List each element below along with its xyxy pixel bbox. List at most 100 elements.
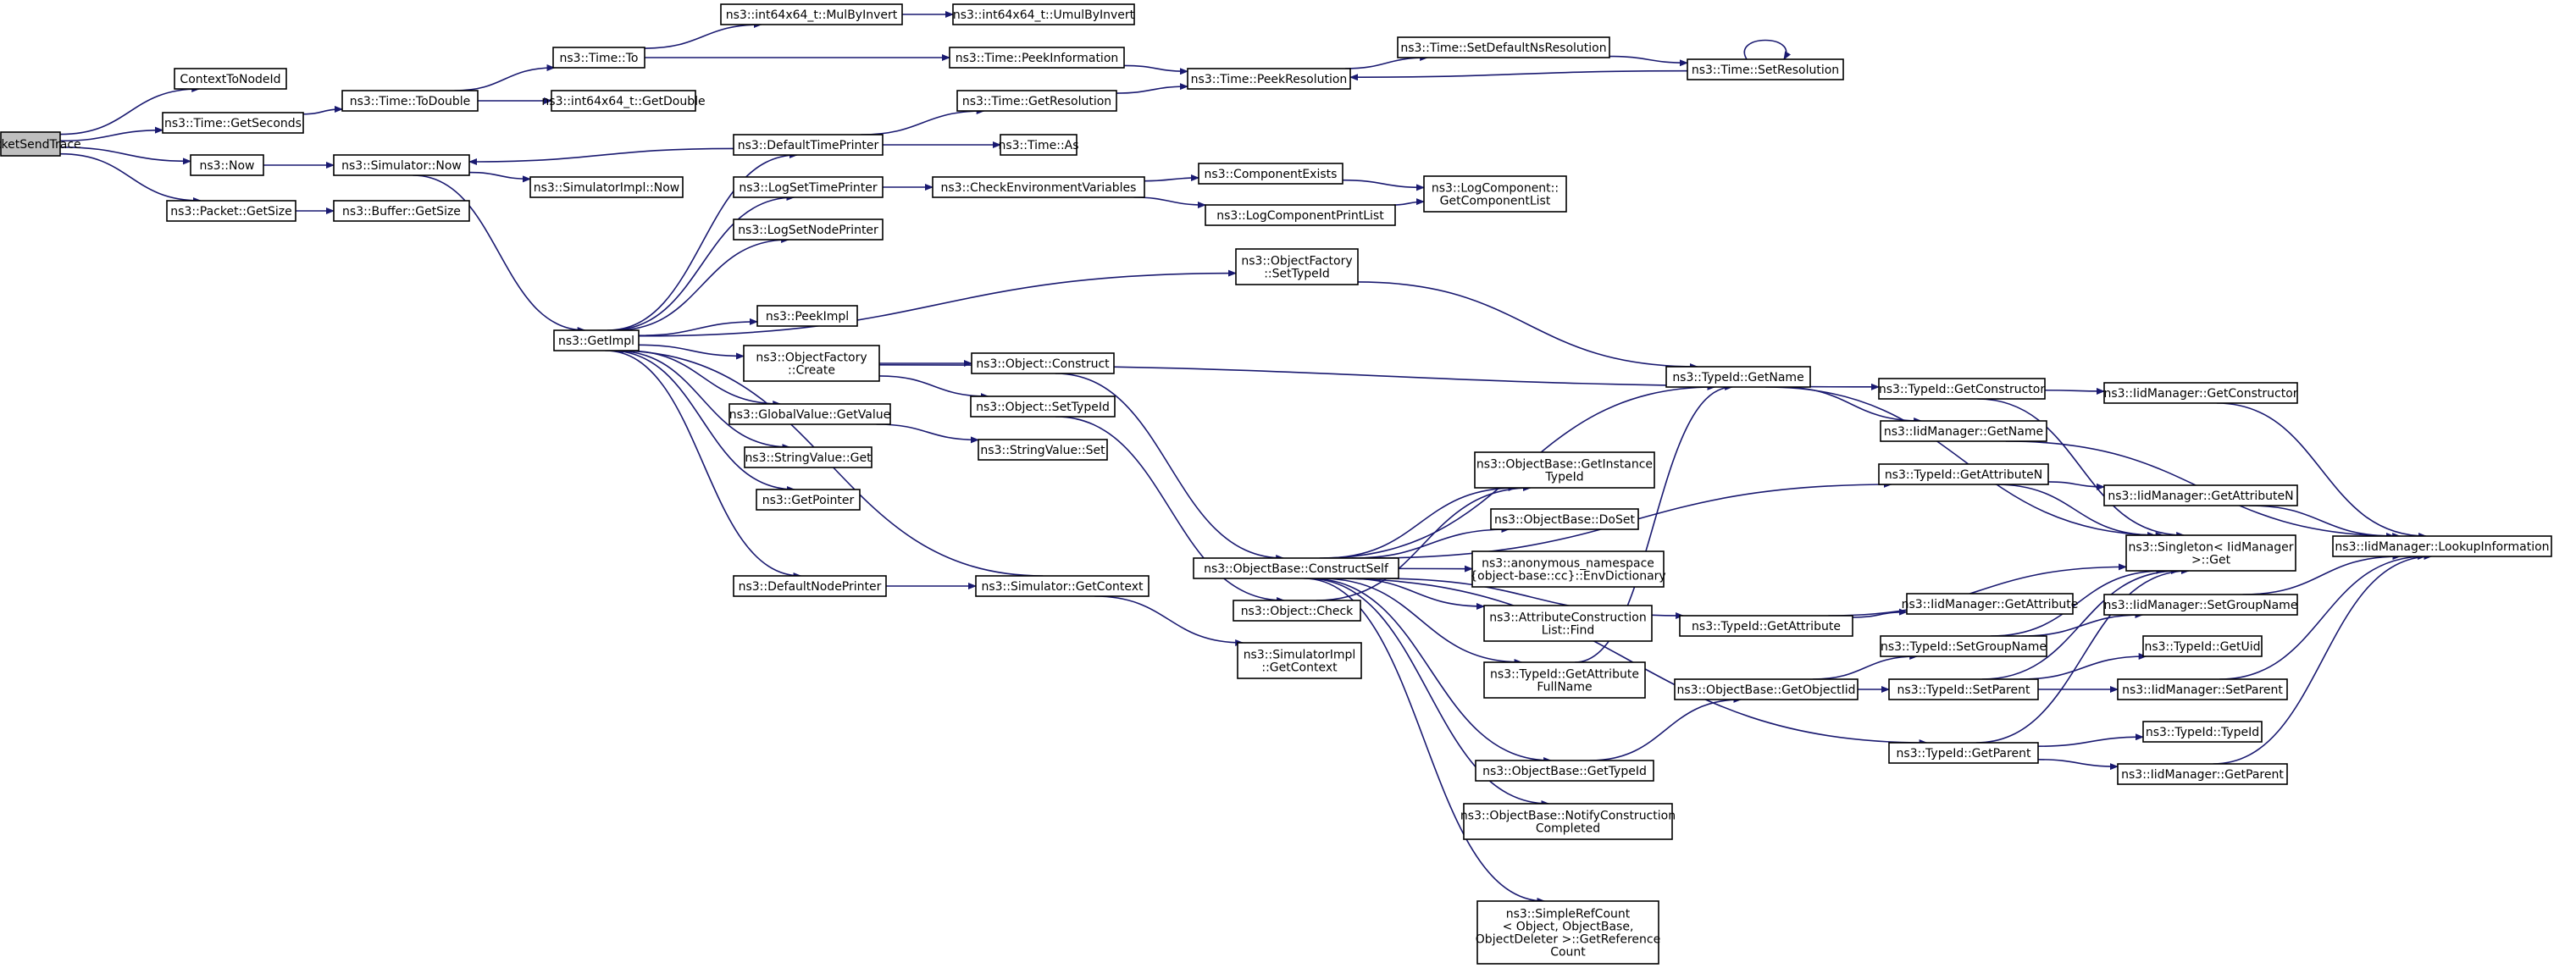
node-i64_getdouble[interactable]: ns3::int64x64_t::GetDouble <box>541 90 706 112</box>
node-sv_get[interactable]: ns3::StringValue::Get <box>744 446 873 468</box>
node-getseconds[interactable]: ns3::Time::GetSeconds <box>162 112 304 134</box>
node-box <box>1187 68 1351 90</box>
node-box <box>978 439 1108 461</box>
node-peekimpl[interactable]: ns3::PeekImpl <box>756 305 858 327</box>
edge-line <box>1995 484 2157 539</box>
edge-line <box>1309 578 1553 764</box>
node-box <box>1674 678 1859 700</box>
node-typeid_getattributen[interactable]: ns3::TypeId::GetAttributeN <box>1878 463 2049 485</box>
node-i64_mulbyinvert[interactable]: ns3::int64x64_t::MulByInvert <box>720 3 903 25</box>
node-logcompprintlist[interactable]: ns3::LogComponentPrintList <box>1205 204 1396 226</box>
node-label: ns3::Object::Check <box>1241 605 1354 618</box>
node-ob_notifyconstruction[interactable]: ns3::ObjectBase::NotifyConstructionCompl… <box>1460 803 1676 840</box>
node-box <box>1471 550 1665 588</box>
node-time_to[interactable]: ns3::Time::To <box>552 47 645 69</box>
node-of_create[interactable]: ns3::ObjectFactory::Create <box>743 345 880 382</box>
node-now[interactable]: ns3::Now <box>190 154 264 176</box>
node-iidm_setparent[interactable]: ns3::IidManager::SetParent <box>2117 678 2288 700</box>
node-peekres[interactable]: ns3::Time::PeekResolution <box>1187 68 1351 90</box>
node-obj_construct[interactable]: ns3::Object::Construct <box>971 352 1115 374</box>
node-sim_now[interactable]: ns3::Simulator::Now <box>333 154 470 176</box>
node-setdefaultns[interactable]: ns3::Time::SetDefaultNsResolution <box>1397 36 1610 58</box>
node-label: ::Create <box>788 364 835 378</box>
edge-obj_construct-to-ob_constructself <box>1055 373 1285 561</box>
node-simplerefcount[interactable]: ns3::SimpleRefCount< Object, ObjectBase,… <box>1476 900 1660 965</box>
node-logsettimeprinter[interactable]: ns3::LogSetTimePrinter <box>733 176 884 198</box>
node-label: ns3::IidManager::SetParent <box>2122 683 2283 697</box>
edge-getimpl-to-getpointer <box>609 350 796 493</box>
node-i64_umulbyinvert[interactable]: ns3::int64x64_t::UmulByInvert <box>952 3 1135 25</box>
edge-line <box>59 126 163 142</box>
edge-line <box>2219 553 2426 680</box>
node-ctxnode[interactable]: ContextToNodeId <box>174 68 287 90</box>
node-box <box>733 218 884 241</box>
node-singleton_get[interactable]: ns3::Singleton< IidManager >::Get <box>2125 534 2296 572</box>
edge-checkenv-to-compexists <box>1144 174 1199 182</box>
node-getresolution[interactable]: ns3::Time::GetResolution <box>956 90 1117 112</box>
node-logsetnodeprinter[interactable]: ns3::LogSetNodePrinter <box>733 218 884 241</box>
node-box <box>1888 742 2039 764</box>
node-typeid_getname[interactable]: ns3::TypeId::GetName <box>1665 366 1811 388</box>
node-getpointer[interactable]: ns3::GetPointer <box>756 489 861 511</box>
node-time_as[interactable]: ns3::Time::As <box>998 134 1079 156</box>
node-buf_getsize[interactable]: ns3::Buffer::GetSize <box>333 200 470 222</box>
node-label: ns3::Time::As <box>998 139 1078 152</box>
node-simimpl_now[interactable]: ns3::SimulatorImpl::Now <box>529 176 684 198</box>
node-iidm_setgroupname[interactable]: ns3::IidManager::SetGroupName <box>2103 594 2298 616</box>
node-label: ns3::LogComponent:: <box>1432 182 1559 196</box>
node-envdict[interactable]: ns3::anonymous_namespace{object-base::cc… <box>1470 550 1666 588</box>
node-iidm_getparent[interactable]: ns3::IidManager::GetParent <box>2117 763 2288 785</box>
edge-line <box>1144 174 1199 182</box>
node-pkt_getsize[interactable]: ns3::Packet::GetSize <box>166 200 296 222</box>
node-typeid_getparent[interactable]: ns3::TypeId::GetParent <box>1888 742 2039 764</box>
edge-obj_settypeid-to-obj_check <box>1055 416 1286 604</box>
node-compexists[interactable]: ns3::ComponentExists <box>1198 163 1343 185</box>
node-typeid_typeid[interactable]: ns3::TypeId::TypeId <box>2142 721 2263 743</box>
node-simimpl_getcontext[interactable]: ns3::SimulatorImpl::GetContext <box>1237 642 1362 679</box>
node-box <box>1193 557 1399 579</box>
edge-line <box>1812 653 1919 680</box>
node-iidm_getattributen[interactable]: ns3::IidManager::GetAttributeN <box>2103 484 2298 506</box>
node-sim_getcontext[interactable]: ns3::Simulator::GetContext <box>975 575 1150 597</box>
node-setres[interactable]: ns3::Time::SetResolution <box>1687 58 1844 80</box>
node-root[interactable]: SocketSendTrace <box>0 131 81 157</box>
node-sv_set[interactable]: ns3::StringValue::Set <box>978 439 1108 461</box>
node-gv_getvalue[interactable]: ns3::GlobalValue::GetValue <box>728 403 891 425</box>
node-getimpl[interactable]: ns3::GetImpl <box>553 329 640 351</box>
edge-iidm_getattributen-to-iidm_lookup <box>2248 505 2395 539</box>
node-ob_constructself[interactable]: ns3::ObjectBase::ConstructSelf <box>1193 557 1399 579</box>
node-logcomp_getlist[interactable]: ns3::LogComponent::GetComponentList <box>1423 175 1567 213</box>
edge-typeid_getattribute-to-iidm_getattribute <box>1852 608 1908 618</box>
node-typeid_getuid[interactable]: ns3::TypeId::GetUid <box>2142 635 2263 657</box>
node-ob_getobjectiid[interactable]: ns3::ObjectBase::GetObjectIid <box>1674 678 1859 700</box>
node-typeid_setgroupname[interactable]: ns3::TypeId::SetGroupName <box>1880 635 2047 657</box>
node-label: ns3::ObjectBase::NotifyConstruction <box>1460 810 1676 823</box>
node-typeid_setparent[interactable]: ns3::TypeId::SetParent <box>1888 678 2039 700</box>
node-obj_settypeid[interactable]: ns3::Object::SetTypeId <box>970 395 1116 418</box>
node-ob_gettypeid[interactable]: ns3::ObjectBase::GetTypeId <box>1475 760 1654 782</box>
edge-line <box>1589 696 1742 761</box>
node-typeid_getconstructor[interactable]: ns3::TypeId::GetConstructor <box>1878 378 2046 400</box>
node-checkenv[interactable]: ns3::CheckEnvironmentVariables <box>932 176 1145 198</box>
edge-typeid_getconstructor-to-iidm_getconstructor <box>2044 387 2105 395</box>
node-box <box>2142 635 2263 657</box>
node-obj_check[interactable]: ns3::Object::Check <box>1233 600 1361 622</box>
edge-line <box>1320 578 1523 666</box>
node-iidm_lookup[interactable]: ns3::IidManager::LookupInformation <box>2332 535 2552 557</box>
node-of_settypeid[interactable]: ns3::ObjectFactory::SetTypeId <box>1235 248 1359 285</box>
node-iidm_getconstructor[interactable]: ns3::IidManager::GetConstructor <box>2103 382 2298 404</box>
node-iidm_getname[interactable]: ns3::IidManager::GetName <box>1880 420 2047 442</box>
node-label: ns3::Singleton< IidManager <box>2129 541 2294 555</box>
node-ob_doset[interactable]: ns3::ObjectBase::DoSet <box>1490 508 1639 530</box>
node-typeid_getattribute[interactable]: ns3::TypeId::GetAttribute <box>1679 615 1853 637</box>
edge-line <box>468 171 531 183</box>
node-todouble[interactable]: ns3::Time::ToDouble <box>341 90 479 112</box>
node-peekinfo[interactable]: ns3::Time::PeekInformation <box>949 47 1125 69</box>
node-iidm_getattribute[interactable]: ns3::IidManager::GetAttribute <box>1902 593 2079 615</box>
node-defaultnodeprinter[interactable]: ns3::DefaultNodePrinter <box>733 575 887 597</box>
node-box <box>1463 803 1673 840</box>
node-defaulttimeprinter[interactable]: ns3::DefaultTimePrinter <box>733 134 884 156</box>
